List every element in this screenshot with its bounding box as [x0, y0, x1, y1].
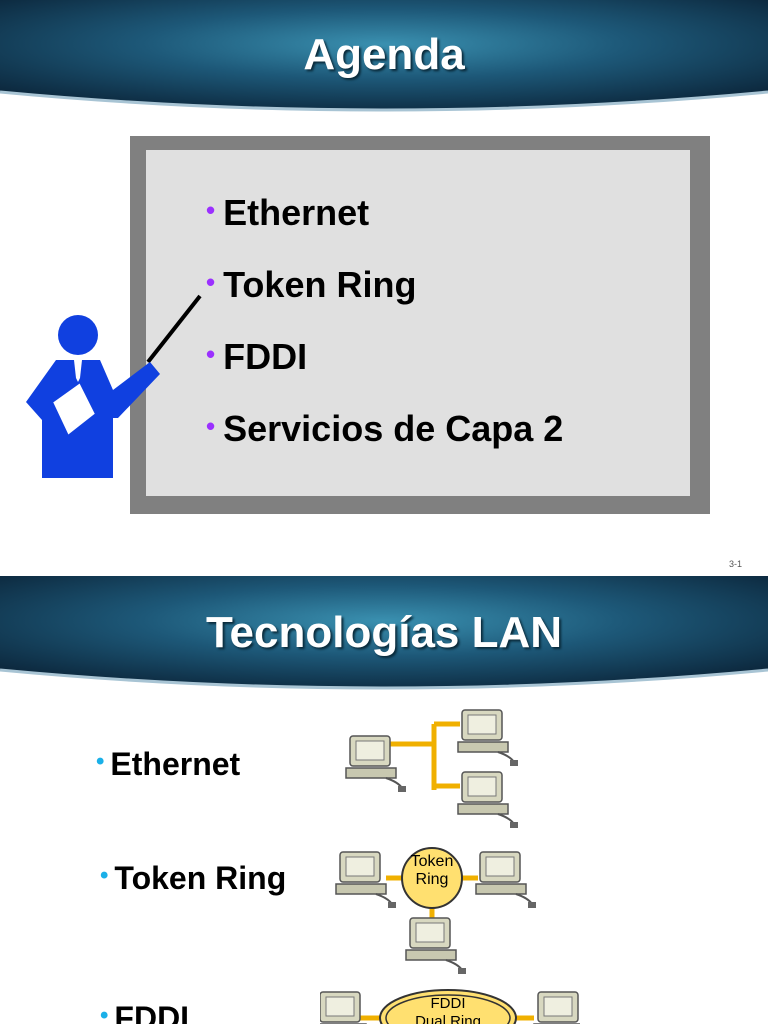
slide-lan-technologies: Tecnologías LAN •Ethernet •Token Ring •F…	[0, 576, 768, 1024]
slide-title: Tecnologías LAN	[205, 608, 563, 657]
title-band	[0, 576, 768, 690]
bullet-icon: •	[206, 411, 216, 441]
token-ring-label: Token	[411, 853, 454, 870]
page-number: 3-1	[728, 559, 742, 569]
bullet-icon: •	[206, 339, 216, 369]
list-item: •Ethernet	[206, 192, 370, 233]
bullet-icon: •	[96, 748, 105, 775]
list-item: •FDDI	[206, 336, 308, 377]
computer-icon	[475, 851, 537, 909]
slide-title: Agenda	[303, 30, 465, 79]
list-item: •Servicios de Capa 2	[206, 408, 564, 449]
slide-agenda: Agenda •Ethernet •Token Ring •FDDI •Serv…	[0, 0, 768, 569]
list-item: •Token Ring	[100, 860, 287, 896]
bullet-icon: •	[206, 195, 216, 225]
board-surface	[146, 150, 690, 496]
bullet-icon: •	[100, 862, 109, 889]
ethernet-diagram	[345, 709, 519, 829]
bullet-icon: •	[100, 1002, 109, 1024]
token-ring-diagram: Token Ring	[335, 847, 537, 975]
list-item: •Ethernet	[96, 746, 241, 782]
title-band	[0, 0, 768, 112]
fddi-label: FDDI	[431, 995, 466, 1012]
agenda-list: •Ethernet •Token Ring •FDDI •Servicios d…	[206, 192, 563, 480]
list-item: •FDDI	[100, 1000, 189, 1024]
computer-icon	[457, 709, 519, 767]
fddi-label: Dual Ring	[415, 1013, 481, 1024]
bullet-icon: •	[206, 267, 216, 297]
computer-icon	[533, 991, 580, 1024]
list-item: •Token Ring	[206, 264, 417, 305]
token-ring-label: Ring	[416, 871, 449, 888]
fddi-diagram: FDDI Dual Ring	[320, 989, 580, 1024]
network-diagrams: Token Ring FDDI Dual Ring	[320, 709, 580, 1024]
computer-icon	[457, 771, 519, 829]
presenter-icon	[26, 294, 202, 478]
computer-icon	[405, 917, 467, 975]
